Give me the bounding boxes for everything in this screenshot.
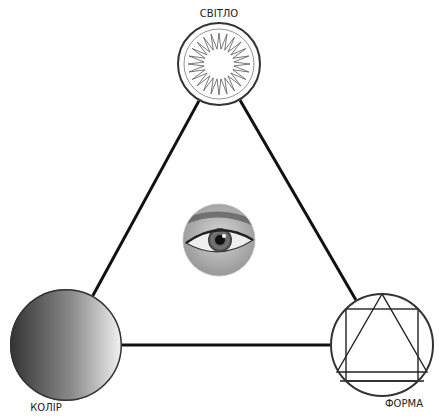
concept-circle: ФОРМА — [330, 293, 434, 397]
circle-border — [11, 290, 122, 401]
eye-pupil — [215, 235, 225, 245]
concept-circle: КОЛІР — [10, 289, 122, 401]
circle-outline — [177, 22, 261, 106]
form-figures — [337, 294, 427, 381]
circle-outline — [330, 293, 434, 397]
circle-outline — [10, 289, 122, 401]
eye-frame — [183, 204, 255, 276]
form-line — [340, 380, 424, 381]
eye-photo — [180, 200, 260, 280]
triangle-side — [93, 101, 199, 296]
concept-circle: СВІТЛО — [177, 22, 261, 106]
form-square — [346, 309, 418, 381]
eye-highlight — [222, 234, 226, 238]
light-ring — [184, 29, 254, 99]
eye-skin — [180, 200, 260, 280]
sun-rays — [188, 33, 250, 95]
light-disc — [177, 22, 261, 106]
eye-lid — [186, 230, 253, 243]
form-disc — [330, 293, 434, 397]
triangle-side — [240, 100, 356, 300]
concept-label: ФОРМА — [383, 398, 425, 410]
concept-label: КОЛІР — [28, 402, 63, 414]
circle-border — [331, 294, 433, 396]
circle-border — [178, 23, 260, 105]
colour-gradient — [10, 289, 122, 401]
triangle-side — [122, 344, 330, 347]
concept-label: СВІТЛО — [198, 8, 240, 20]
sun-burst — [188, 33, 250, 95]
eye-brow — [184, 214, 256, 224]
